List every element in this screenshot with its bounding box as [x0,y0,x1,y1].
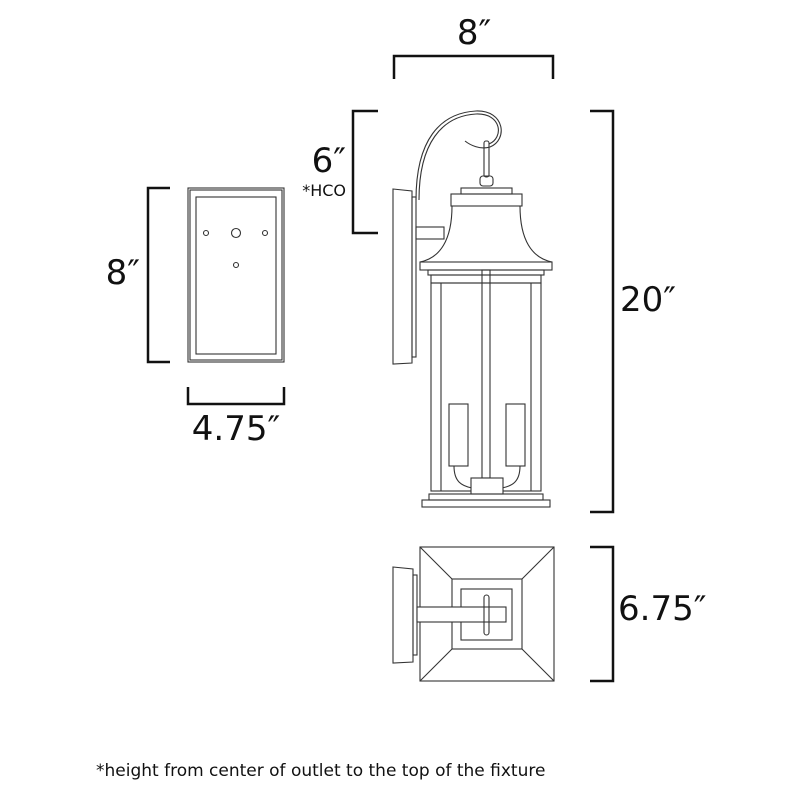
fixture-side-view [392,110,553,508]
hco-note: *HCO [302,181,346,200]
extension-dimension: 6.75″ [590,545,706,683]
height-bracket [590,109,615,514]
mount-hole [261,229,269,237]
backplate-width-bracket [186,387,286,406]
mount-hole [232,261,240,269]
hco-dimension: 6″ *HCO [302,109,378,235]
mount-hole [202,229,210,237]
width-dimension: 8″ [392,13,555,79]
height-dimension: 20″ [590,109,676,514]
extension-label: 6.75″ [618,589,706,629]
wall-arm [415,226,445,240]
outlet-hole [230,227,242,239]
backplate-inner [195,196,277,355]
footnote: *height from center of outlet to the top… [96,761,545,781]
backplate-height-label: 8″ [106,253,140,293]
wall-plate [392,188,413,365]
width-label: 8″ [457,13,491,53]
top-hook-slot [483,594,490,636]
lantern-cap [450,193,523,207]
lantern-roof [419,205,553,263]
width-bracket [392,54,555,79]
top-wall-plate [392,566,414,664]
hco-bracket [351,109,378,235]
backplate-front-view: 8″ 4.75″ [106,186,286,449]
candle-left [448,403,469,467]
center-rod [481,269,491,479]
extension-bracket [590,545,615,683]
backplate-outer [187,187,285,363]
hco-label: 6″ [312,141,346,181]
candle-cluster [470,477,504,495]
candle-right [505,403,526,467]
fixture-top-view [392,546,555,682]
finial [479,175,494,187]
height-label: 20″ [620,280,676,320]
backplate-height-bracket [146,186,170,364]
backplate-width-label: 4.75″ [192,409,280,449]
hanging-hook [415,110,502,201]
top-arm [416,606,507,623]
lantern-base [421,499,551,508]
